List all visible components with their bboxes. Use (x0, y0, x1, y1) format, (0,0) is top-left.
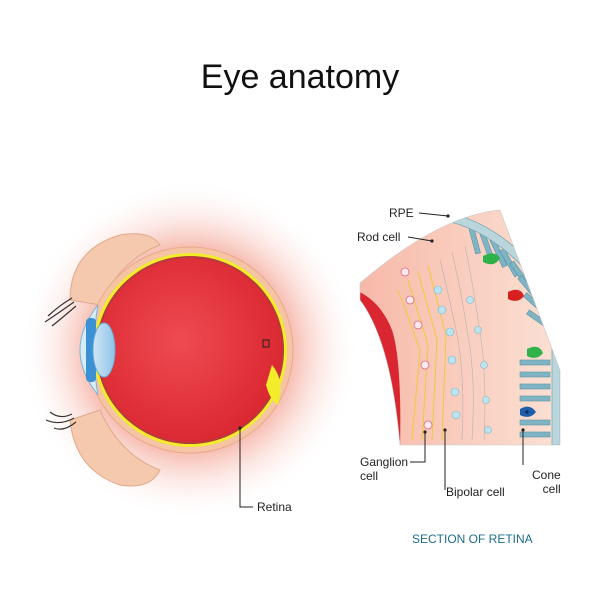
retina-label: Retina (257, 500, 292, 514)
cone-green-2 (527, 346, 543, 358)
ganglion-cells (400, 267, 433, 430)
page-title: Eye anatomy (200, 58, 400, 96)
rpe-label: RPE (389, 206, 414, 220)
rod-cell-label: Rod cell (357, 230, 401, 244)
cone-red (508, 289, 524, 301)
eyelashes (44, 297, 77, 430)
bipolar-cells (433, 285, 492, 434)
eyeball (20, 180, 360, 520)
section-pointer-lines (407, 212, 524, 490)
cone-green-1 (483, 253, 500, 265)
cone-cell-label: Cone cell (532, 468, 561, 496)
lower-eyelid (69, 409, 161, 487)
optic-disc (266, 365, 281, 405)
retina-pointer-line (239, 428, 253, 508)
iris (86, 318, 96, 382)
bipolar-cell-label: Bipolar cell (446, 485, 505, 499)
section-outline (359, 209, 561, 446)
retina-section-title: SECTION OF RETINA (412, 532, 533, 546)
vitreous-body (98, 258, 282, 442)
lens (92, 322, 116, 378)
ganglion-cell-label: Ganglion cell (360, 455, 409, 483)
upper-eyelid (69, 233, 161, 306)
retina-section-marker (262, 339, 270, 348)
